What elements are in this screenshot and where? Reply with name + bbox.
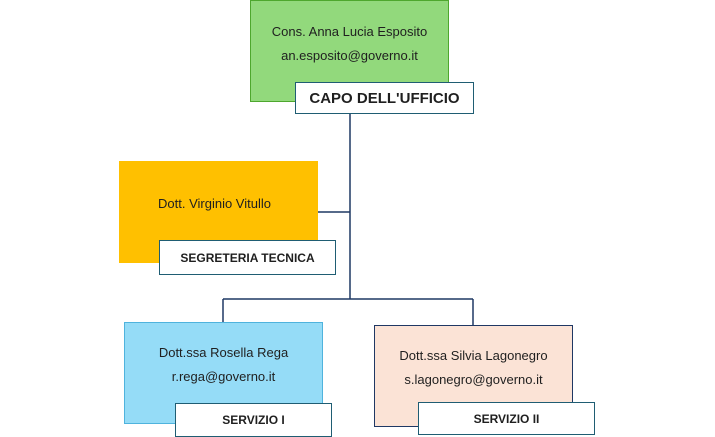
service-2-email: s.lagonegro@governo.it: [404, 372, 543, 387]
secretariat-name: Dott. Virginio Vitullo: [158, 196, 271, 211]
service-1-email: r.rega@governo.it: [171, 369, 276, 384]
service-1-title-label: SERVIZIO I: [175, 403, 332, 437]
head-email: an.esposito@governo.it: [281, 48, 418, 63]
secretariat-title-label: SEGRETERIA TECNICA: [159, 240, 336, 275]
service-2-name: Dott.ssa Silvia Lagonegro: [399, 348, 548, 363]
service-1-name: Dott.ssa Rosella Rega: [158, 345, 289, 360]
head-title-label: CAPO DELL'UFFICIO: [295, 82, 474, 114]
service-2-title-label: SERVIZIO II: [418, 402, 595, 435]
head-name: Cons. Anna Lucia Esposito: [271, 24, 428, 39]
